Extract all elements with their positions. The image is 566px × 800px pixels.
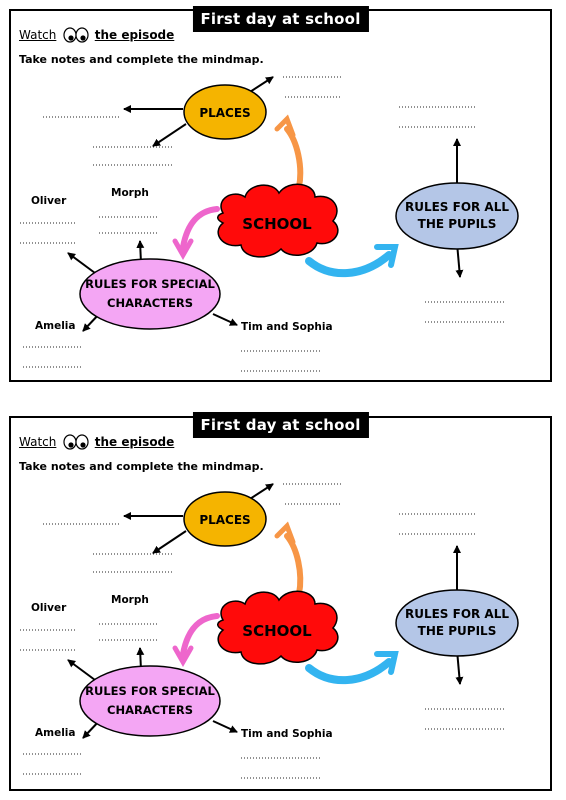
school-node: SCHOOL: [217, 590, 339, 665]
blue-arrowhead-icon: [374, 651, 399, 675]
episode-label: the episode: [94, 435, 175, 449]
curved-arrows: [172, 521, 399, 684]
eyes-icon: [62, 27, 89, 43]
watch-instruction: Watch the episode: [19, 27, 174, 43]
rules-special-line1: RULES FOR SPECIAL: [85, 277, 215, 291]
orange-curved-arrow: [284, 126, 304, 190]
blue-curved-arrow: [305, 251, 393, 277]
watch-instruction: Watch the episode: [19, 434, 174, 450]
curved-arrows: [172, 114, 399, 277]
watch-label: Watch: [19, 435, 57, 449]
places-node: PLACES: [183, 491, 267, 547]
rules-all-line2: THE PUPILS: [418, 217, 497, 231]
name-morph: Morph: [111, 594, 149, 606]
rules-special-node: RULES FOR SPECIAL CHARACTERS: [79, 258, 221, 330]
answer-lines: [20, 483, 505, 779]
worksheet-card-2: First day at school Watch the episode Ta…: [9, 412, 552, 791]
orange-arrowhead-icon: [274, 521, 296, 545]
eyes-icon: [62, 434, 89, 450]
rules-all-line2: THE PUPILS: [418, 624, 497, 638]
pink-curved-arrow: [180, 613, 220, 657]
mindmap: PLACES SCHOOL RULES FOR ALL THE PUPILS R…: [20, 483, 519, 779]
name-amelia: Amelia: [35, 320, 75, 332]
rules-special-line1: RULES FOR SPECIAL: [85, 684, 215, 698]
blue-arrowhead-icon: [374, 244, 399, 268]
rules-special-line2: CHARACTERS: [107, 296, 193, 310]
rules-all-line1: RULES FOR ALL: [405, 607, 509, 621]
worksheet-title: First day at school: [192, 412, 369, 438]
places-label: PLACES: [199, 513, 250, 527]
name-tim-and-sophia: Tim and Sophia: [241, 321, 333, 333]
rules-special-node: RULES FOR SPECIAL CHARACTERS: [79, 665, 221, 737]
episode-label: the episode: [94, 28, 175, 42]
name-tim-and-sophia: Tim and Sophia: [241, 728, 333, 740]
school-label: SCHOOL: [242, 622, 312, 640]
worksheet-card-1: First day at school Watch the episode Ta…: [9, 6, 552, 382]
rules-all-node: RULES FOR ALL THE PUPILS: [395, 182, 519, 250]
watch-label: Watch: [19, 28, 57, 42]
name-oliver: Oliver: [31, 195, 67, 207]
school-node: SCHOOL: [217, 183, 339, 258]
answer-lines: [20, 76, 505, 372]
instructions-text: Take notes and complete the mindmap.: [19, 53, 264, 66]
name-morph: Morph: [111, 187, 149, 199]
mindmap: PLACES SCHOOL RULES FOR ALL THE PUPILS R…: [20, 76, 519, 372]
worksheet-title: First day at school: [192, 6, 369, 32]
pink-curved-arrow: [180, 206, 220, 250]
places-node: PLACES: [183, 84, 267, 140]
rules-all-line1: RULES FOR ALL: [405, 200, 509, 214]
name-amelia: Amelia: [35, 727, 75, 739]
pink-arrowhead-icon: [172, 645, 194, 668]
school-label: SCHOOL: [242, 215, 312, 233]
pink-arrowhead-icon: [172, 238, 194, 261]
blue-curved-arrow: [305, 658, 393, 684]
places-label: PLACES: [199, 106, 250, 120]
orange-arrowhead-icon: [274, 114, 296, 138]
orange-curved-arrow: [284, 533, 304, 597]
rules-special-line2: CHARACTERS: [107, 703, 193, 717]
name-oliver: Oliver: [31, 602, 67, 614]
instructions-text: Take notes and complete the mindmap.: [19, 460, 264, 473]
rules-all-node: RULES FOR ALL THE PUPILS: [395, 589, 519, 657]
